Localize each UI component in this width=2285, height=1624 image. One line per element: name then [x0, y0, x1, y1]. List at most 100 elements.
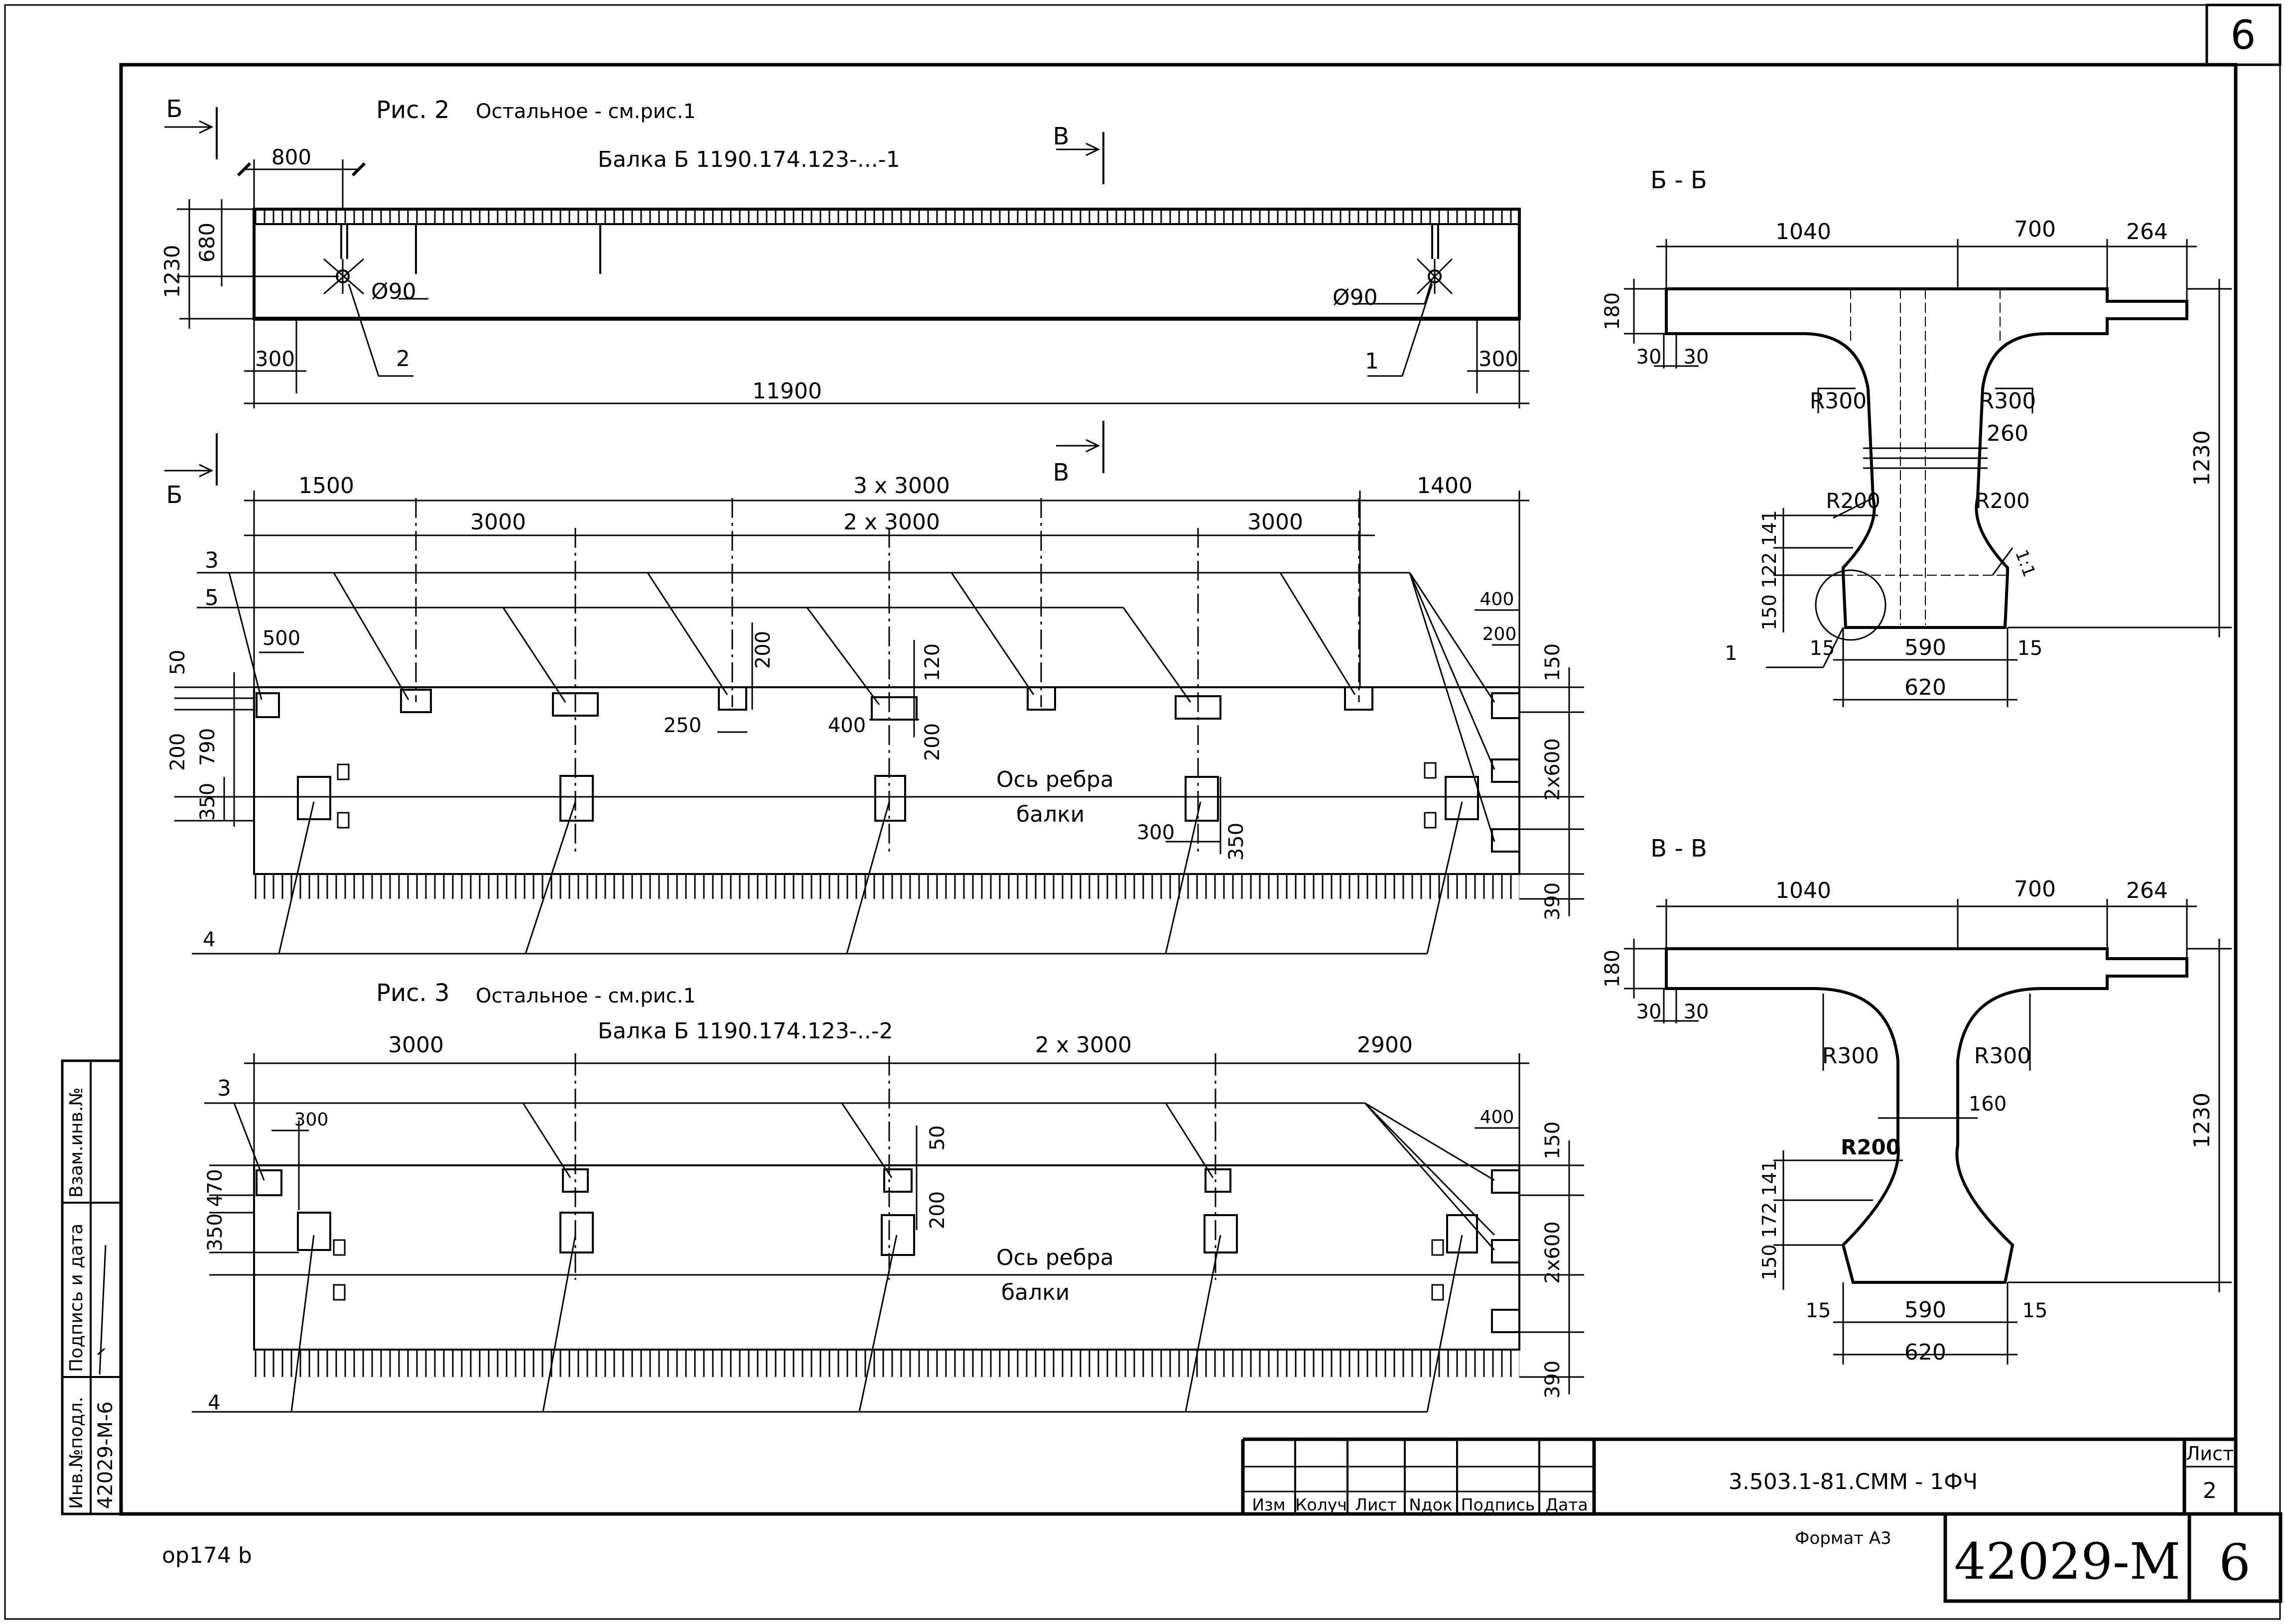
fig2-section-b-bottom: Б	[166, 481, 183, 509]
dim-300-left: 300	[255, 347, 295, 371]
fig3-dim-200: 200	[926, 1191, 949, 1229]
dim-300-right: 300	[1479, 347, 1518, 371]
section-bb-title: Б - Б	[1650, 166, 1707, 194]
dim-200-c: 200	[921, 723, 944, 761]
dim-200-right: 200	[1482, 624, 1517, 644]
list-number: 2	[2203, 1478, 2217, 1503]
bb-r200-right: R200	[1975, 489, 2029, 513]
fig2-plan-view	[174, 498, 1584, 955]
dim-120: 120	[921, 643, 944, 681]
side-stamp-vzam: Взам.инв.№	[66, 1087, 87, 1198]
dim-3000-left: 3000	[470, 509, 526, 535]
bb-dim-264: 264	[2126, 219, 2168, 245]
vv-dim-590: 590	[1904, 1297, 1946, 1323]
fig3-dim-2x600: 2х600	[1541, 1221, 1564, 1283]
dim-200-b: 200	[752, 631, 775, 669]
side-stamp-inv-value: 42029-М-6	[94, 1401, 117, 1509]
fig2-section-v-bottom: В	[1053, 459, 1070, 487]
bb-dim-1230: 1230	[2189, 430, 2215, 486]
dim-1500: 1500	[298, 473, 354, 499]
bb-dim-30a: 30	[1636, 346, 1662, 369]
dim-50: 50	[166, 650, 189, 675]
vv-r200: R200	[1841, 1135, 1900, 1159]
bb-dim-260: 260	[1987, 421, 2028, 446]
bottom-note: ор174 b	[162, 1543, 252, 1568]
list-label: Лист	[2186, 1443, 2234, 1465]
dim-680: 680	[195, 223, 219, 262]
dim-11900: 11900	[752, 378, 822, 404]
title-block	[1241, 1437, 2283, 1603]
fig3-dim-2900: 2900	[1357, 1032, 1413, 1058]
bb-mark-1-1: 1:1	[2011, 547, 2039, 580]
dim-200-a: 200	[166, 733, 189, 771]
side-stamp	[61, 1059, 123, 1515]
bb-r300-right: R300	[1979, 388, 2036, 414]
fig2-elevation-dimensions	[177, 159, 1529, 408]
big-sheet-number: 6	[2219, 1533, 2251, 1592]
section-vv-dimensions	[1624, 899, 2232, 1365]
fig2-section-v-top: В	[1053, 123, 1070, 150]
dim-3x3000: 3 х 3000	[853, 473, 950, 499]
vv-dim-1230: 1230	[2189, 1093, 2215, 1148]
leader-label-3: 3	[205, 548, 219, 573]
format-label: Формат А3	[1795, 1528, 1891, 1548]
fig3-leader-3: 3	[217, 1076, 231, 1101]
fig3-axis-label-2: балки	[1001, 1280, 1070, 1305]
bb-r200-left: R200	[1826, 489, 1880, 513]
fig2-beam-elevation	[253, 208, 1521, 377]
dim-400-a: 400	[828, 714, 866, 737]
vv-dim-15-right: 15	[2022, 1299, 2048, 1322]
leader-1: 1	[1365, 349, 1379, 374]
fig3-dim-2x3000: 2 х 3000	[1035, 1032, 1132, 1058]
bb-dim-1040: 1040	[1775, 219, 1831, 245]
dim-1400: 1400	[1417, 473, 1473, 499]
section-vv-profile	[1665, 947, 2188, 1284]
vv-dim-30b: 30	[1684, 1000, 1709, 1023]
fig3-leader-4: 4	[208, 1391, 220, 1414]
title-col-izm: Изм	[1252, 1495, 1285, 1514]
vv-r300-right: R300	[1974, 1043, 2031, 1069]
hole-diameter-right: Ø90	[1333, 285, 1378, 310]
title-col-ndok: Nдок	[1409, 1495, 1453, 1514]
sheet-frame	[4, 3, 2282, 1620]
bb-dim-stack: 150 122 141	[1758, 510, 1780, 630]
dim-2x3000: 2 х 3000	[843, 509, 940, 535]
vv-dim-264: 264	[2126, 878, 2168, 903]
fig3-dim-300: 300	[294, 1110, 329, 1130]
bb-dim-620: 620	[1904, 675, 1946, 700]
fig3-beam-title: Балка Б 1190.174.123-..-2	[598, 1018, 893, 1044]
vv-dim-700: 700	[2014, 876, 2056, 902]
fig2-beam-title: Балка Б 1190.174.123-...-1	[598, 147, 900, 172]
dim-1230: 1230	[160, 245, 184, 298]
leader-label-4: 4	[203, 928, 215, 951]
fig2-section-b-top: Б	[166, 95, 183, 123]
dim-500: 500	[263, 627, 300, 650]
vv-dim-160: 160	[1969, 1093, 2007, 1116]
bb-dim-15-left: 15	[1810, 637, 1835, 660]
bb-dim-180: 180	[1601, 292, 1624, 330]
fig2-caption: Рис. 2	[376, 96, 450, 124]
side-stamp-podpis: Подпись и дата	[66, 1224, 87, 1372]
fig3-dim-150: 150	[1541, 1122, 1564, 1159]
vv-dim-180: 180	[1601, 950, 1624, 988]
bb-r300-left: R300	[1810, 388, 1867, 414]
section-bb-profile	[1665, 287, 2188, 668]
title-col-podpis: Подпись	[1461, 1495, 1535, 1514]
fig3-plan-view	[192, 1056, 1584, 1413]
title-col-list: Лист	[1355, 1495, 1397, 1514]
bb-dim-15-right: 15	[2017, 637, 2043, 660]
section-vv-title: В - В	[1650, 835, 1707, 863]
vv-dim-620: 620	[1904, 1340, 1946, 1365]
dim-390: 390	[1541, 882, 1564, 920]
vv-dim-stack: 150 172 141	[1758, 1160, 1780, 1280]
vv-dim-15-left: 15	[1806, 1299, 1831, 1322]
dim-250: 250	[664, 714, 701, 737]
vv-dim-1040: 1040	[1775, 878, 1831, 903]
dim-800: 800	[271, 145, 311, 169]
leader-label-5: 5	[205, 585, 219, 611]
dim-350-a: 350	[196, 783, 219, 821]
corner-sheet-number: 6	[2231, 12, 2256, 58]
bb-dim-590: 590	[1904, 635, 1946, 660]
fig3-caption: Рис. 3	[376, 979, 450, 1007]
